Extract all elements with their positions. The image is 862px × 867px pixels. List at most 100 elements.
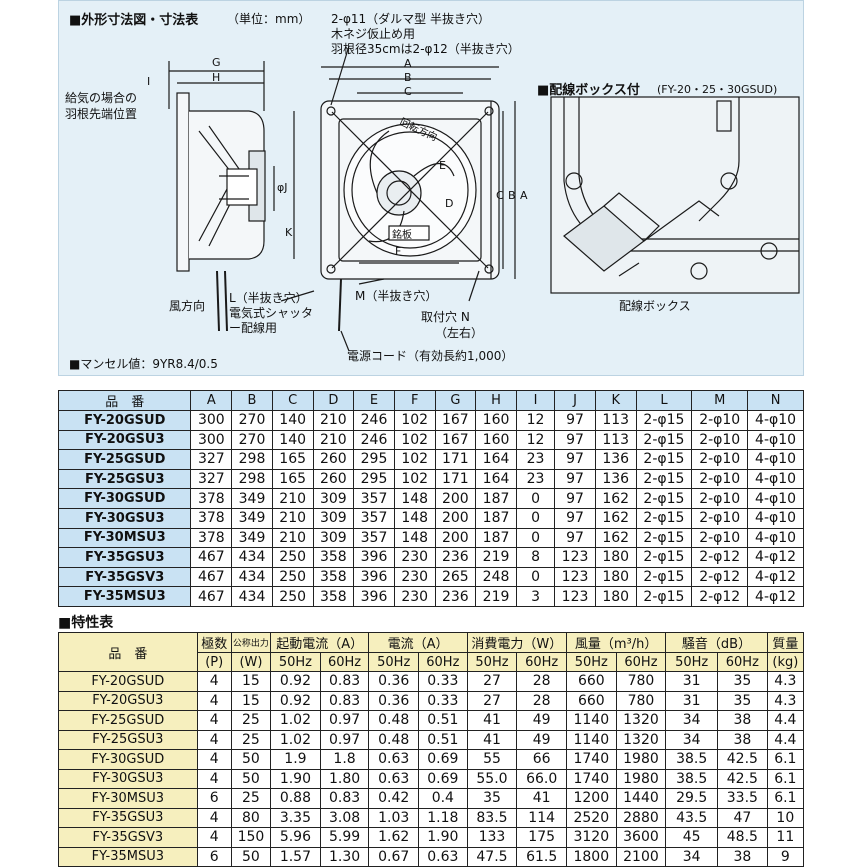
- spec-cell: 38: [717, 846, 768, 867]
- spec-cell: 50: [230, 768, 272, 789]
- dimension-cell: 200: [434, 488, 477, 509]
- spec-cell: 1.9: [270, 749, 321, 770]
- spec-cell: 4: [196, 690, 232, 711]
- dim-header-f: F: [393, 390, 436, 411]
- spec-cell: 28: [516, 671, 567, 692]
- spec-cell: 4.3: [766, 671, 805, 692]
- model-cell: FY-35MSU3: [57, 586, 192, 607]
- spec-cell: 0.69: [418, 768, 468, 789]
- header-model: 品 番: [58, 632, 198, 672]
- dimension-cell: 309: [312, 527, 355, 549]
- dimension-cell: 260: [312, 468, 355, 490]
- dimension-cell: 123: [554, 547, 596, 568]
- spec-cell: 45: [665, 827, 719, 848]
- dimension-cell: 162: [594, 488, 637, 509]
- dim-c-side: C: [496, 189, 504, 202]
- spec-cell: 6: [196, 788, 232, 809]
- dimension-cell: 265: [434, 566, 477, 588]
- spec-cell: 0.63: [368, 749, 420, 770]
- dimension-cell: 246: [353, 429, 395, 451]
- dimension-cell: 467: [190, 586, 233, 607]
- outline-title: ■外形寸法図・寸法表: [69, 13, 199, 28]
- dimension-cell: 200: [434, 507, 477, 529]
- spec-cell: 0.97: [319, 729, 370, 750]
- dimension-cell: 2-φ15: [635, 468, 693, 490]
- spec-cell: 35: [717, 690, 768, 711]
- dimension-cell: 102: [393, 449, 436, 470]
- dimension-cell: 2-φ15: [635, 547, 693, 568]
- spec-cell: 0.92: [270, 671, 321, 692]
- dimension-cell: 309: [312, 488, 355, 509]
- dimension-cell: 4-φ10: [747, 449, 804, 470]
- header-airflow: 風量（m³/h）: [565, 632, 667, 653]
- dim-header-g: G: [434, 390, 477, 411]
- unit-label: （単位：mm）: [227, 12, 311, 26]
- dimension-cell: 327: [190, 449, 233, 470]
- dimension-cell: 378: [190, 527, 233, 549]
- spec-cell: 1.02: [270, 710, 321, 731]
- spec-cell: 1740: [565, 768, 617, 789]
- dimension-cell: 295: [353, 449, 395, 470]
- spec-cell: 1140: [565, 729, 617, 750]
- dimension-cell: 2-φ12: [691, 566, 749, 588]
- dimension-cell: 171: [434, 468, 477, 490]
- dim-k: K: [285, 226, 293, 239]
- spec-cell: 1.02: [270, 729, 321, 750]
- dimension-cell: 210: [271, 488, 314, 509]
- spec-cell: 27: [466, 690, 518, 711]
- spec-cell: 0.97: [319, 710, 370, 731]
- dimension-cell: 4-φ10: [747, 410, 804, 431]
- dimension-cell: 2-φ15: [635, 507, 693, 529]
- dimension-cell: 2-φ10: [691, 507, 749, 529]
- spec-cell: 0.4: [418, 788, 468, 809]
- dimension-cell: 2-φ10: [691, 410, 749, 431]
- spec-cell: 61.5: [516, 846, 567, 867]
- dimension-cell: 246: [353, 410, 395, 431]
- dim-header-m: M: [691, 390, 749, 411]
- spec-cell: 38: [717, 729, 768, 750]
- spec-cell: 11: [766, 827, 805, 848]
- dimension-cell: 327: [190, 468, 233, 490]
- spec-cell: 1.80: [319, 768, 370, 789]
- spec-cell: 1140: [565, 710, 617, 731]
- header-output: 公称出力: [230, 632, 272, 653]
- dimension-cell: 2-φ15: [635, 586, 693, 607]
- dimension-cell: 140: [271, 410, 314, 431]
- dimension-cell: 165: [271, 468, 314, 490]
- dimension-cell: 2-φ10: [691, 488, 749, 509]
- dimension-cell: 162: [594, 527, 637, 549]
- dimension-cell: 164: [475, 468, 517, 490]
- spec-cell: 35: [717, 671, 768, 692]
- spec-cell: 0.88: [270, 788, 321, 809]
- spec-cell: 1.90: [418, 827, 468, 848]
- dimension-cell: 236: [434, 586, 477, 607]
- dimension-cell: 309: [312, 507, 355, 529]
- dimension-cell: 180: [594, 547, 637, 568]
- intake-note-1: 給気の場合の: [65, 91, 138, 105]
- model-cell: FY-30MSU3: [58, 788, 198, 809]
- dim-header-b: B: [231, 390, 273, 411]
- spec-cell: 3600: [615, 827, 667, 848]
- header-start-50hz: 50Hz: [270, 652, 321, 672]
- dimension-cell: 160: [475, 410, 517, 431]
- dimension-cell: 4-φ10: [747, 429, 804, 451]
- munsell-value: ■マンセル値：9YR8.4/0.5: [69, 357, 218, 371]
- spec-cell: 4: [196, 827, 232, 848]
- spec-cell: 4.3: [766, 690, 805, 711]
- spec-cell: 35: [466, 788, 518, 809]
- dimension-cell: 4-φ10: [747, 527, 804, 549]
- spec-cell: 1980: [615, 768, 667, 789]
- spec-cell: 0.83: [319, 671, 370, 692]
- spec-cell: 50: [230, 749, 272, 770]
- spec-cell: 4.4: [766, 729, 805, 750]
- dimension-cell: 187: [475, 527, 517, 549]
- header-airflow-60hz: 60Hz: [615, 652, 667, 672]
- header-power-60hz: 60Hz: [516, 652, 567, 672]
